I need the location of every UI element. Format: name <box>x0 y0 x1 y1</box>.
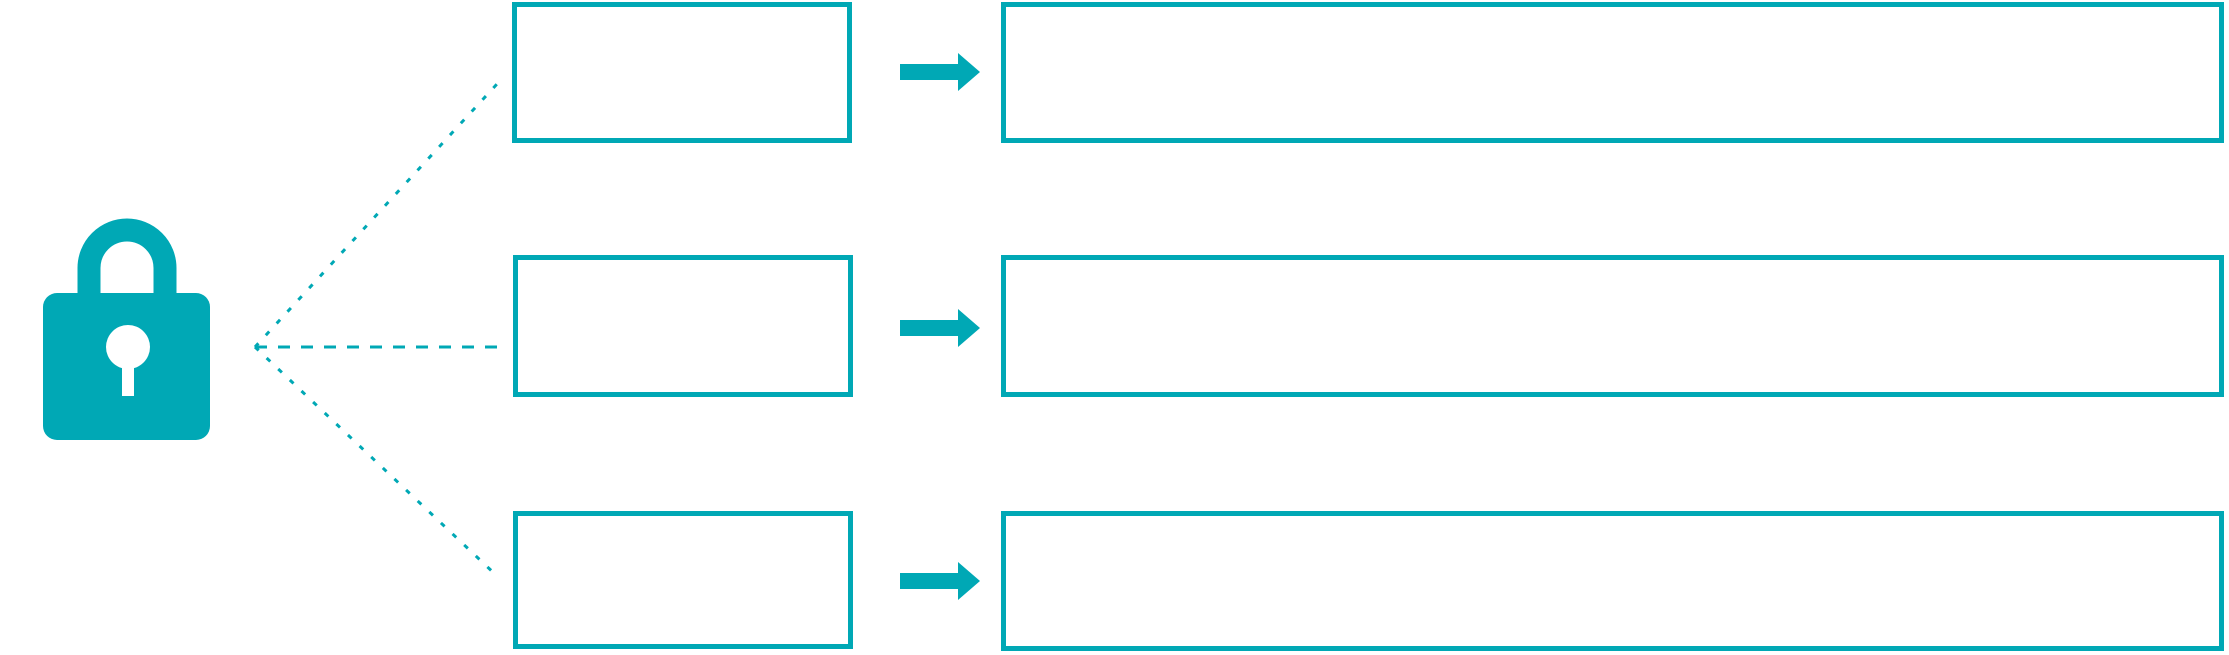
source-box-2 <box>513 255 853 397</box>
lock-keyhole-stem <box>122 347 134 396</box>
connector-line-bottom <box>253 345 499 578</box>
arrow-right-icon <box>900 562 980 600</box>
source-box-1 <box>512 2 852 143</box>
target-box-2 <box>1001 255 2224 397</box>
connector-line-top <box>253 82 499 349</box>
target-box-1 <box>1001 2 2224 143</box>
lock-shackle <box>77 218 177 333</box>
arrow-right-icon <box>900 309 980 347</box>
arrow-right-icon <box>900 53 980 91</box>
source-box-3 <box>513 511 853 649</box>
lock-icon <box>43 218 210 440</box>
target-box-3 <box>1001 511 2224 651</box>
